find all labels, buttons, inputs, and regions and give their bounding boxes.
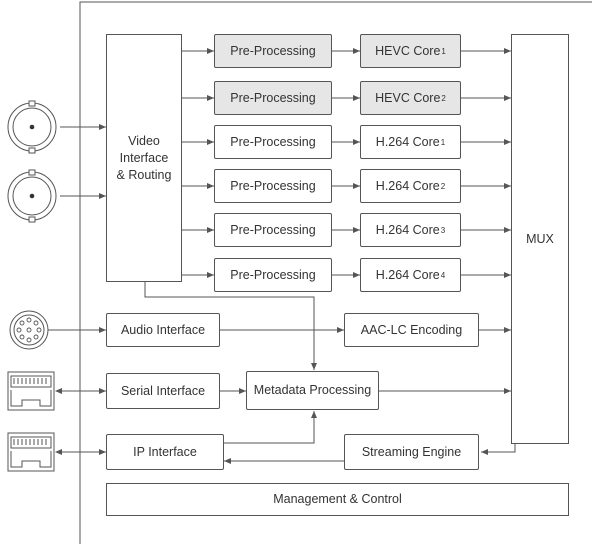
streaming-engine-block: Streaming Engine xyxy=(344,434,479,470)
video-interface-routing-block: Video Interface & Routing xyxy=(106,34,182,282)
metadata-processing-block: Metadata Processing xyxy=(246,371,379,410)
core-index: 2 xyxy=(441,93,446,103)
pre-processing-block: Pre-Processing xyxy=(214,125,332,159)
core-index: 2 xyxy=(440,181,446,191)
enclosure-outline xyxy=(79,1,592,544)
core-index: 3 xyxy=(440,225,446,235)
pre-processing-block: Pre-Processing xyxy=(214,258,332,292)
wire-video-metadata xyxy=(144,282,317,370)
core-index: 4 xyxy=(440,270,446,280)
pre-processing-block: Pre-Processing xyxy=(214,34,332,68)
management-control-block: Management & Control xyxy=(106,483,569,516)
wire-mux-streaming xyxy=(481,444,516,455)
core-index: 1 xyxy=(440,137,446,147)
audio-din-connector-icon xyxy=(9,310,49,350)
core-label: H.264 Core xyxy=(375,178,440,193)
core-label: H.264 Core xyxy=(375,267,440,282)
pre-processing-block: Pre-Processing xyxy=(214,169,332,203)
core-index: 1 xyxy=(441,46,446,56)
pre-processing-block: Pre-Processing xyxy=(214,81,332,115)
ip-interface-block: IP Interface xyxy=(106,434,224,470)
audio-interface-block: Audio Interface xyxy=(106,313,220,347)
wire-ip-metadata xyxy=(224,411,317,444)
mux-block: MUX xyxy=(511,34,569,444)
aac-lc-encoding-block: AAC-LC Encoding xyxy=(344,313,479,347)
bnc-connector-icon xyxy=(7,169,57,223)
ethernet-port-icon xyxy=(7,371,55,411)
core-label: H.264 Core xyxy=(375,222,440,237)
pre-processing-block: Pre-Processing xyxy=(214,213,332,247)
core-label: H.264 Core xyxy=(375,134,440,149)
ethernet-port-icon xyxy=(7,432,55,472)
bnc-connector-icon xyxy=(7,100,57,154)
serial-interface-block: Serial Interface xyxy=(106,373,220,409)
core-label: HEVC Core xyxy=(375,90,441,105)
core-label: HEVC Core xyxy=(375,43,441,58)
